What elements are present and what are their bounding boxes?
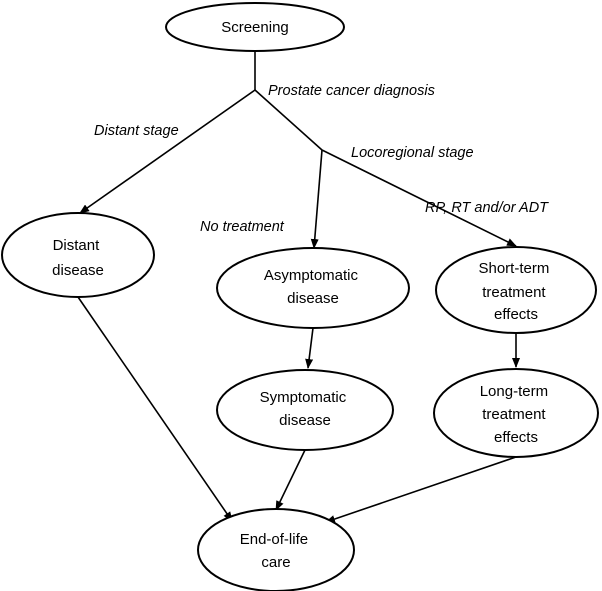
edge-asymptomatic-to-symptomatic bbox=[305, 327, 314, 369]
node-screening: Screening bbox=[165, 2, 345, 52]
node-short-term-treatment-effects-shape bbox=[435, 246, 597, 334]
edge-labels: Prostate cancer diagnosis Distant stage … bbox=[94, 83, 549, 235]
node-distant-disease: Distant disease bbox=[1, 212, 155, 298]
node-short-term-treatment-effects-label: Short-term treatment effects bbox=[478, 260, 553, 323]
node-symptomatic-disease-shape bbox=[216, 369, 394, 451]
node-short-term-treatment-effects: Short-term treatment effects bbox=[435, 246, 597, 334]
label-no-treatment: No treatment bbox=[200, 219, 285, 235]
node-asymptomatic-disease-label: Asymptomatic disease bbox=[264, 267, 362, 307]
node-end-of-life-care: End-of-life care bbox=[197, 508, 355, 591]
edge-split-to-locoregional bbox=[254, 89, 323, 151]
node-screening-label: Screening bbox=[221, 19, 289, 36]
edge-distant-to-end-of-life bbox=[77, 296, 233, 522]
node-end-of-life-care-label: End-of-life care bbox=[240, 531, 313, 571]
edge-long-term-to-end-of-life bbox=[325, 456, 517, 523]
node-asymptomatic-disease: Asymptomatic disease bbox=[216, 247, 410, 329]
node-long-term-treatment-effects-shape bbox=[433, 368, 599, 458]
edges bbox=[77, 51, 520, 523]
node-asymptomatic-disease-shape bbox=[216, 247, 410, 329]
node-long-term-treatment-effects-label: Long-term treatment effects bbox=[480, 383, 553, 446]
node-distant-disease-shape bbox=[1, 212, 155, 298]
label-rp-rt-adt: RP, RT and/or ADT bbox=[425, 200, 549, 216]
label-distant-stage: Distant stage bbox=[94, 123, 179, 139]
label-locoregional-stage: Locoregional stage bbox=[351, 145, 474, 161]
edge-symptomatic-to-end-of-life bbox=[275, 449, 306, 511]
node-long-term-treatment-effects: Long-term treatment effects bbox=[433, 368, 599, 458]
edge-locoregional-to-asymptomatic bbox=[310, 149, 323, 249]
edge-split-to-distant bbox=[79, 89, 256, 214]
node-end-of-life-care-shape bbox=[197, 508, 355, 591]
label-prostate-cancer-diagnosis: Prostate cancer diagnosis bbox=[268, 83, 435, 99]
edge-locoregional-to-short-term bbox=[321, 149, 517, 247]
node-symptomatic-disease: Symptomatic disease bbox=[216, 369, 394, 451]
node-symptomatic-disease-label: Symptomatic disease bbox=[260, 389, 351, 429]
node-distant-disease-label: Distant disease bbox=[52, 237, 104, 279]
node-screening-shape bbox=[165, 2, 345, 52]
